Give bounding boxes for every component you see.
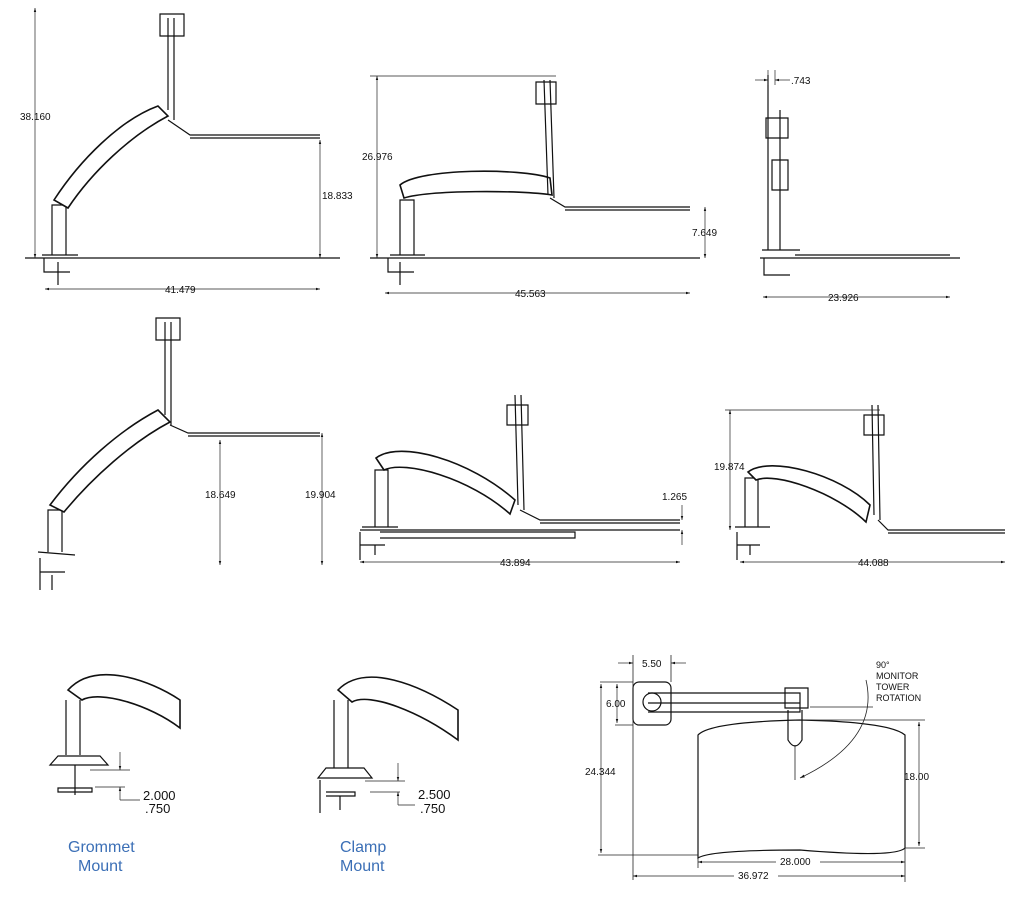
grommet-caption-1: Grommet bbox=[68, 839, 135, 856]
dim-tray-width: 28.000 bbox=[780, 857, 811, 868]
dim-tray-depth: 18.00 bbox=[904, 772, 929, 783]
dim-reach: 45.563 bbox=[515, 289, 546, 300]
clamp-dim-b: .750 bbox=[420, 801, 445, 816]
dim-reach: 44.088 bbox=[858, 558, 889, 569]
dim-total-width: 36.972 bbox=[738, 871, 769, 882]
dim-reach: 41.479 bbox=[165, 285, 196, 296]
dim-drop: 1.265 bbox=[662, 492, 687, 503]
dim-base-width: 5.50 bbox=[642, 659, 662, 670]
grommet-caption-2: Mount bbox=[78, 858, 123, 875]
view-3-side-folded: .743 23.926 bbox=[755, 70, 960, 304]
clamp-caption-2: Mount bbox=[340, 858, 385, 875]
view-5-lowered: 1.265 43.894 bbox=[359, 394, 687, 569]
plan-view: 90° MONITOR TOWER ROTATION 5.50 6.00 24.… bbox=[585, 655, 929, 882]
dim-offset: .743 bbox=[791, 76, 811, 87]
rotation-note-1: 90° bbox=[876, 660, 890, 670]
dim-reach: 43.894 bbox=[500, 558, 531, 569]
clamp-caption-1: Clamp bbox=[340, 839, 386, 856]
clamp-mount-detail: 2.500 .750 Clamp Mount bbox=[316, 676, 459, 875]
dim-height: 38.160 bbox=[20, 112, 51, 123]
rotation-note-4: ROTATION bbox=[876, 693, 921, 703]
dim-height: 26.976 bbox=[362, 152, 393, 163]
view-6-mid: 19.874 44.088 bbox=[714, 404, 1005, 569]
grommet-dim-a: 2.000 bbox=[143, 788, 176, 803]
clamp-dim-a: 2.500 bbox=[418, 787, 451, 802]
grommet-dim-b: .750 bbox=[145, 801, 170, 816]
dim-height-a: 18.649 bbox=[205, 490, 236, 501]
view-1-raised: 38.160 18.833 41.479 bbox=[20, 7, 353, 296]
rotation-note-3: TOWER bbox=[876, 682, 910, 692]
dim-tray-height: 18.833 bbox=[322, 191, 353, 202]
dim-height-b: 19.904 bbox=[305, 490, 336, 501]
grommet-mount-detail: 2.000 .750 Grommet Mount bbox=[48, 674, 181, 875]
dim-tray-height: 7.649 bbox=[692, 228, 717, 239]
dim-reach: 23.926 bbox=[828, 293, 859, 304]
rotation-note-2: MONITOR bbox=[876, 671, 919, 681]
view-2-horizontal: 26.976 7.649 45.563 bbox=[362, 75, 717, 300]
view-4-raised-clamp: 18.649 19.904 bbox=[37, 317, 336, 590]
dim-base-depth: 6.00 bbox=[606, 699, 626, 710]
dim-total-depth: 24.344 bbox=[585, 767, 616, 778]
dim-height: 19.874 bbox=[714, 462, 745, 473]
